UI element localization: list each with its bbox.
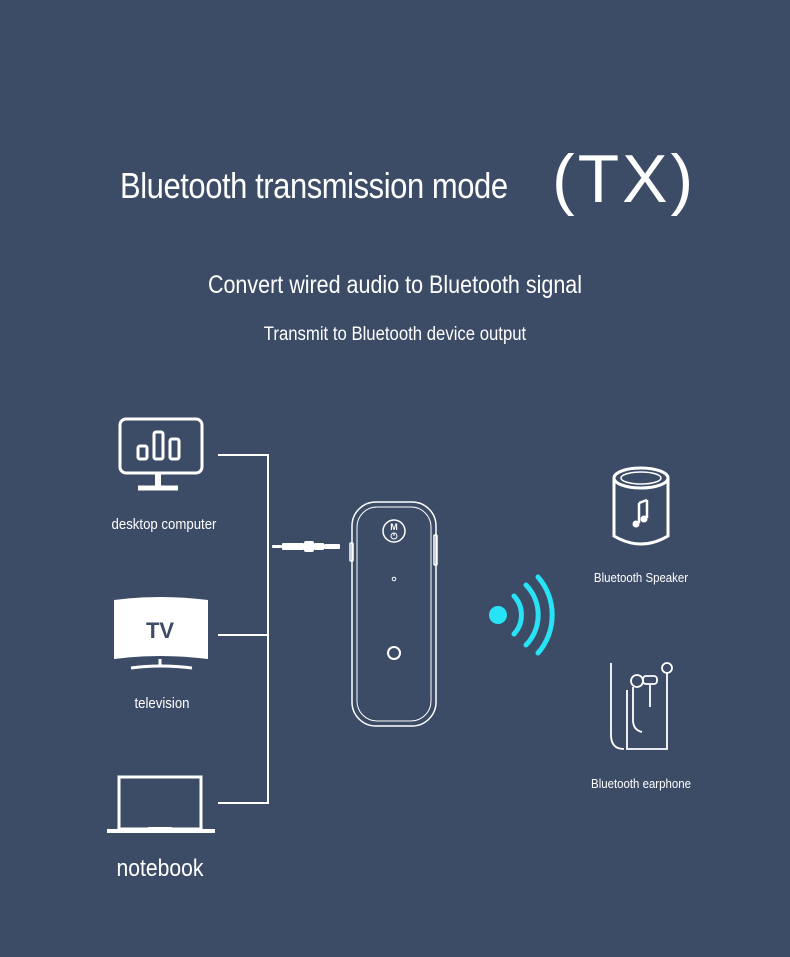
signal-wave-icon — [489, 574, 555, 656]
tv-screen-text: TV — [146, 618, 174, 643]
bracket-line — [218, 454, 269, 804]
title-main: Bluetooth transmission mode — [120, 165, 508, 206]
label-bluetooth-speaker: Bluetooth Speaker — [593, 570, 689, 585]
earphone-icon — [610, 662, 673, 750]
label-desktop-computer: desktop computer — [111, 516, 217, 533]
label-television: television — [134, 695, 190, 712]
bluetooth-transmitter-icon: M — [349, 501, 438, 727]
device-button-text: M — [390, 522, 398, 532]
desktop-monitor-icon — [118, 417, 204, 491]
title-mode: (TX) — [552, 141, 697, 217]
label-bluetooth-earphone: Bluetooth earphone — [591, 776, 691, 791]
subtitle: Convert wired audio to Bluetooth signal — [207, 271, 583, 299]
tv-icon: TV — [114, 597, 208, 670]
laptop-icon — [107, 775, 215, 833]
speaker-icon — [612, 466, 670, 546]
subtitle-secondary: Transmit to Bluetooth device output — [263, 324, 527, 345]
label-notebook: notebook — [116, 855, 204, 882]
connector-lines — [218, 454, 269, 804]
audio-jack-icon — [272, 541, 340, 552]
